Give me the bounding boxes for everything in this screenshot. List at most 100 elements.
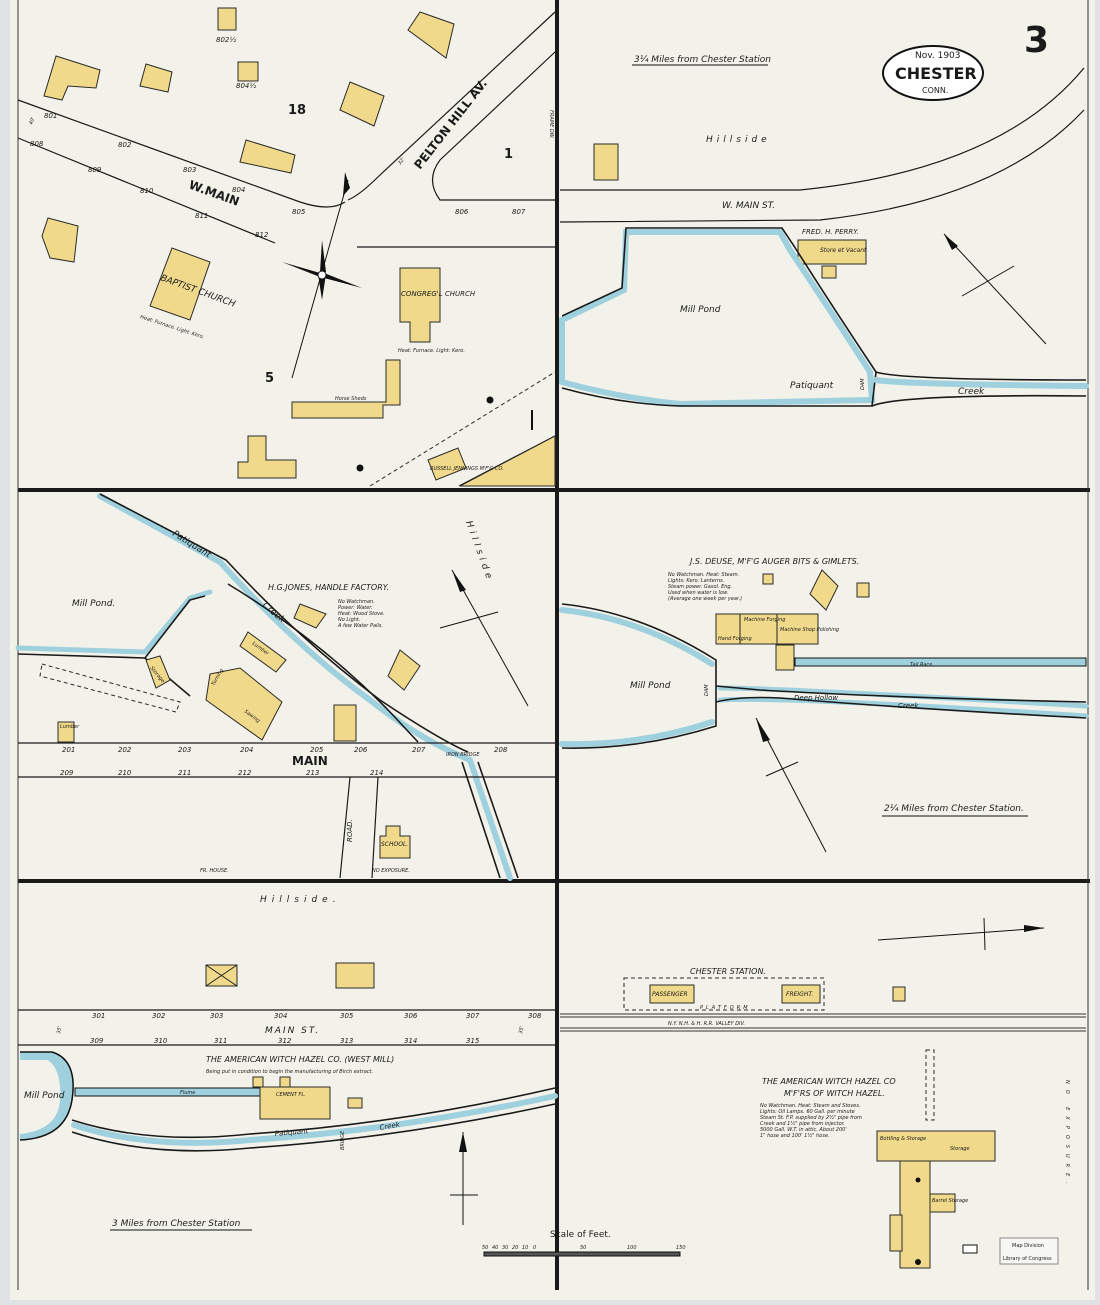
house-number: 805 [292,208,306,216]
svg-text:Creek and 1½" pipe from inject: Creek and 1½" pipe from injector. [760,1120,845,1127]
iron-bridge-label: IRON BRIDGE [446,752,480,758]
witch-hazel-notes: No Watchman. Heat: Steam and Stoves. Lig… [760,1103,862,1139]
building [387,649,421,691]
svg-text:308: 308 [528,1012,542,1020]
svg-text:Steam power. Gasol. Eng.: Steam power. Gasol. Eng. [668,584,732,590]
compass-rose-icon [282,172,362,379]
building [239,139,296,174]
svg-text:312: 312 [278,1037,292,1045]
freight-station [781,984,821,1004]
svg-text:Lights: Oil Lamps. 60 Gall. pe: Lights: Oil Lamps. 60 Gall. per minute [760,1109,855,1115]
deuse-company-title: J.S. DEUSE, M'F'G AUGER BITS & GIMLETS. [688,557,859,566]
svg-text:30: 30 [502,1245,508,1251]
house-number: 804 [232,186,245,194]
street-main-st: MAIN ST. [265,1026,320,1036]
creek-label: Creek [379,1120,401,1132]
svg-text:1" hose and 100' 1½" hose.: 1" hose and 100' 1½" hose. [760,1132,830,1139]
west-mill-note: Being put in condition to begin the manu… [206,1069,373,1075]
svg-text:No Watchman. Heat: Steam.: No Watchman. Heat: Steam. [668,572,739,578]
congregational-church [399,267,441,343]
creek-label: Creek [958,387,985,397]
street-width: 32' [397,156,407,166]
tail-race-label: Tail Race [910,662,932,668]
svg-text:50: 50 [482,1245,488,1251]
flume [74,1087,261,1097]
svg-text:202: 202 [118,746,132,754]
title-block: Nov. 1903 CHESTER CONN. 3 [882,20,1049,101]
svg-text:313: 313 [340,1037,353,1045]
congregational-church-label: CONGREG'L CHURCH [401,290,476,298]
svg-text:100: 100 [627,1245,637,1251]
no-exposure-label: NO EXPOSURE. [1064,1080,1070,1190]
flume-label: Flume [180,1090,195,1096]
scale-of-feet: Scale of Feet. 50 40 30 20 10 0 50 100 1… [482,1230,686,1257]
svg-text:No Watchman. Heat: Steam and S: No Watchman. Heat: Steam and Stoves. [760,1103,861,1109]
house-numbers: 301 302 303 304 305 306 307 308 309 310 … [90,1012,542,1045]
patiquant-label: Patiquant [274,1127,308,1138]
house-number: 812 [255,231,269,239]
machine-forging-label: Machine Forging [744,617,785,623]
svg-text:212: 212 [238,769,252,777]
house-number: 802½ [216,36,236,44]
scale-label: Scale of Feet. [550,1230,611,1240]
lumber-label: Lumber [60,724,80,730]
svg-text:305: 305 [340,1012,354,1020]
svg-text:302: 302 [152,1012,166,1020]
horse-sheds-label: Horse Sheds [335,396,367,402]
svg-text:40: 40 [492,1245,498,1251]
svg-text:0: 0 [533,1245,536,1251]
house-number: 806 [455,208,469,216]
building [856,582,870,598]
library-stamp: Map Division Library of Congress [999,1237,1059,1265]
town-name: CHESTER [895,64,977,83]
building [139,63,173,93]
mill-pond-label: Mill Pond [24,1091,65,1101]
panel-4-deuse-works: J.S. DEUSE, M'F'G AUGER BITS & GIMLETS. … [559,557,1089,853]
svg-text:Heat: Wood Stove.: Heat: Wood Stove. [338,611,385,617]
block-number-5: 5 [265,371,274,386]
building [237,61,259,82]
house-number: 803 [183,166,196,174]
svg-text:5000 Gall. W.T. in attic. Abou: 5000 Gall. W.T. in attic. About 200' [760,1127,847,1133]
building [347,1097,363,1109]
svg-text:211: 211 [178,769,191,777]
platform-label: PLATFORM [700,1005,751,1011]
perry-store-label: Store et Vacant [820,247,867,254]
svg-text:213: 213 [306,769,319,777]
mill-pond-label: Mill Pond [680,305,721,315]
north-arrow-icon [450,1132,478,1225]
building [593,143,619,181]
svg-text:311: 311 [214,1037,227,1045]
svg-text:205: 205 [310,746,324,754]
patiquant-label: Patiquant [790,381,834,391]
house-number: 810 [140,187,154,195]
svg-text:306: 306 [404,1012,418,1020]
barrel-storage [929,1193,956,1213]
passenger-label: PASSENGER [652,991,688,998]
deuse-factory [715,613,819,645]
map-date: Nov. 1903 [915,51,961,61]
building [459,435,556,487]
cement-floor-label: CEMENT FL. [276,1092,306,1098]
svg-text:207: 207 [412,746,426,754]
svg-text:Lights: Kero. Lanterns.: Lights: Kero. Lanterns. [668,578,724,584]
distillery-wing [899,1160,931,1269]
house-number: 811 [195,212,208,220]
distance-note: 3¼ Miles from Chester Station [634,55,771,65]
barrel-storage-label: Barrel Storage [932,1198,968,1204]
svg-text:304: 304 [274,1012,287,1020]
svg-text:201: 201 [62,746,75,754]
svg-text:309: 309 [90,1037,104,1045]
building [407,11,455,59]
building [889,1214,903,1252]
platform-outline [623,977,825,1011]
building [892,986,906,1002]
road-label: ROAD. [346,819,354,842]
dam-label: DAM [860,378,866,390]
tail-race [794,657,1087,667]
north-arrow-icon [439,569,529,707]
school [379,825,411,859]
deep-hollow-label: Deep Hollow [794,694,838,702]
fred-perry-store [797,239,867,265]
dwelling [335,962,375,989]
